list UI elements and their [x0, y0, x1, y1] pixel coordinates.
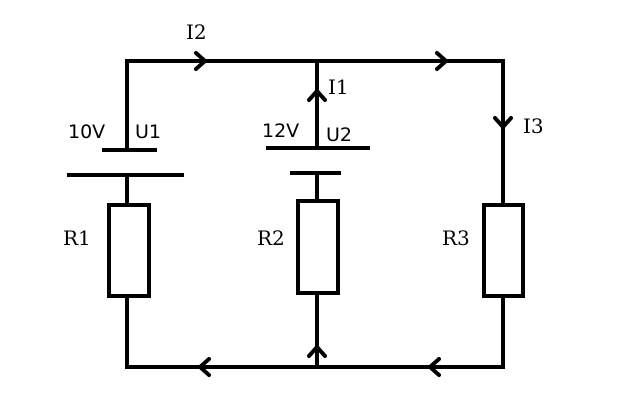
battery-u2-voltage-label: 12V: [262, 120, 299, 142]
current-i3-label: I3: [523, 114, 544, 138]
arrow-right-icon: [194, 51, 209, 71]
resistor-r1-body: [107, 203, 151, 298]
arrow-down-icon: [493, 116, 513, 131]
current-i1-label: I1: [328, 75, 349, 99]
battery-u2: 12V U2: [262, 120, 370, 175]
arrow-right-icon: [435, 51, 450, 71]
battery-u2-label: U2: [326, 124, 352, 146]
resistor-r3-body: [482, 203, 525, 298]
battery-u1: 10V U1: [67, 121, 184, 177]
current-arrows: [194, 51, 513, 377]
resistor-r2-body: [296, 199, 340, 295]
resistor-r3: R3: [442, 203, 525, 298]
arrow-left-icon: [196, 357, 211, 377]
resistor-r1: R1: [63, 203, 151, 298]
arrow-up-icon: [307, 87, 327, 102]
current-i2-label: I2: [186, 20, 207, 44]
resistor-r2-label: R2: [257, 226, 285, 250]
battery-u1-label: U1: [135, 121, 161, 143]
arrow-up-icon: [307, 343, 327, 358]
wires: [125, 59, 505, 369]
resistor-r3-label: R3: [442, 226, 470, 250]
battery-u1-voltage-label: 10V: [68, 121, 105, 143]
resistor-r2: R2: [257, 199, 340, 295]
arrow-left-icon: [426, 357, 441, 377]
resistor-r1-label: R1: [63, 226, 91, 250]
